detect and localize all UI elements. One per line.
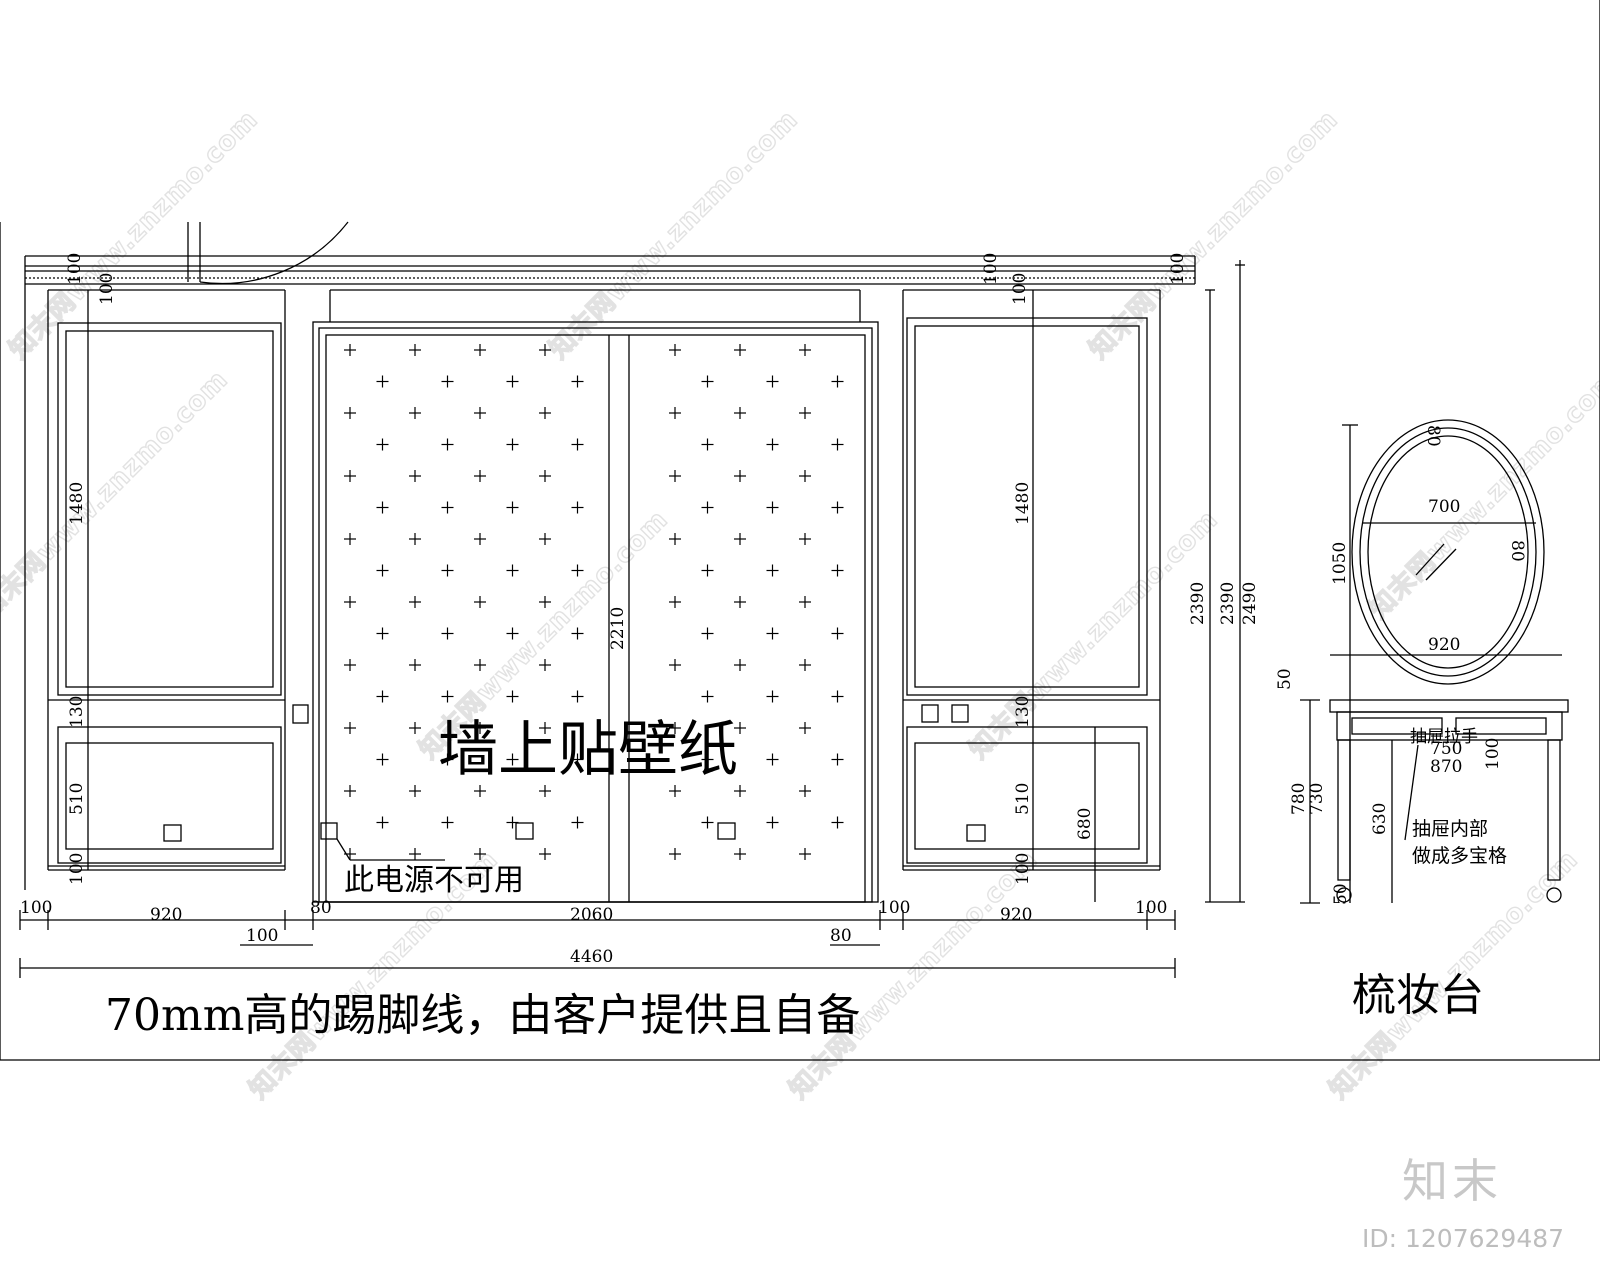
- dim-text: 2490: [1240, 582, 1260, 625]
- dim-text: 750: [1430, 739, 1462, 759]
- dim-text: 920: [1000, 905, 1032, 925]
- dim-text: 1480: [1013, 482, 1033, 525]
- dim-text: 4460: [570, 947, 613, 967]
- drawer-handle-label: 抽屉拉手: [1410, 727, 1478, 747]
- dim-text: 510: [1013, 783, 1033, 815]
- dim-text: 2210: [608, 607, 628, 650]
- dim-text: 1050: [1330, 542, 1350, 585]
- dim-text: 100: [1013, 853, 1033, 885]
- dim-text: 50: [1275, 668, 1295, 690]
- dim-text: 100: [1010, 273, 1030, 305]
- dim-text: 1480: [67, 482, 87, 525]
- dim-text: 920: [1428, 635, 1460, 655]
- dim-text: 2060: [570, 905, 613, 925]
- watermark-text: 知末网www.znzmo.com: [784, 845, 1044, 1105]
- dim-text: 100: [67, 853, 87, 885]
- dim-text: 130: [67, 696, 87, 728]
- dim-text: 2390: [1218, 582, 1238, 625]
- dim-text: 700: [1428, 497, 1460, 517]
- dim-text: 100: [1168, 253, 1188, 285]
- watermark-text: 知末网www.znzmo.com: [4, 105, 264, 365]
- dim-text: 100: [97, 273, 117, 305]
- dim-text: 780: [1289, 783, 1309, 815]
- image-id-label: ID: 1207629487: [1362, 1224, 1565, 1253]
- dim-text: 100: [878, 898, 910, 918]
- dim-text: 730: [1307, 783, 1327, 815]
- brand-watermark: 知末: [1402, 1154, 1502, 1208]
- dim-text: 920: [150, 905, 182, 925]
- watermark-text: 知末网www.znzmo.com: [0, 365, 234, 625]
- dim-text: 2390: [1188, 582, 1208, 625]
- watermark-text: 知末网www.znzmo.com: [1364, 365, 1600, 625]
- dim-text: 100: [20, 898, 52, 918]
- wallpaper-pattern: [344, 344, 844, 860]
- dimension-labels: 100 100 100 100 100 1480 1480 130 130 51…: [20, 253, 1260, 967]
- dim-text: 50: [1331, 883, 1351, 905]
- skirting-note-label: 70mm高的踢脚线，由客户提供且自备: [105, 990, 860, 1041]
- dim-text: 100: [246, 926, 278, 946]
- dim-text: 80: [310, 898, 332, 918]
- dim-text: 80: [1507, 540, 1527, 562]
- dim-text: 130: [1013, 696, 1033, 728]
- dim-text: 680: [1075, 808, 1095, 840]
- dresser-dimensions: 700 80 80 1050 920 50 780 730 630 100 50…: [1275, 425, 1527, 905]
- dim-text: 80: [1423, 425, 1443, 447]
- power-note-label: 此电源不可用: [344, 863, 524, 898]
- dresser-title: 梳妆台: [1352, 970, 1484, 1021]
- elevation-lines: [0, 0, 1600, 1061]
- dim-text: 630: [1370, 803, 1390, 835]
- wallpaper-label: 墙上贴壁纸: [438, 715, 738, 785]
- dim-text: 510: [67, 783, 87, 815]
- drawer-note-line1: 抽屉内部: [1412, 818, 1488, 840]
- dim-text: 100: [1135, 898, 1167, 918]
- dim-text: 100: [981, 253, 1001, 285]
- watermark-text: 知末网www.znzmo.com: [964, 505, 1224, 765]
- dim-text: 870: [1430, 757, 1462, 777]
- dim-text: 100: [1483, 738, 1503, 770]
- dim-text: 80: [830, 926, 852, 946]
- drawer-note-line2: 做成多宝格: [1412, 845, 1507, 867]
- watermark-text: 知末网www.znzmo.com: [544, 105, 804, 365]
- dim-text: 100: [65, 253, 85, 285]
